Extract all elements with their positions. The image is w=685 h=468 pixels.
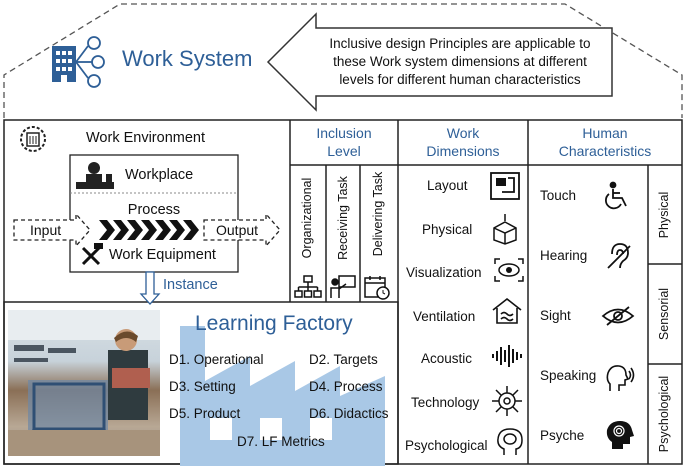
lf-item-d1: D1. Operational [169,352,264,367]
photo-scene [8,310,160,456]
group-psychological: Psychological [657,375,671,453]
chip-brain-icon [492,386,522,416]
callout-line-3: levels for different human characteristi… [339,72,581,87]
gear-building-icon [20,126,46,152]
lf-item-d7: D7. LF Metrics [237,434,325,449]
characteristic-hearing: Hearing [540,248,588,263]
work-environment-title: Work Environment [86,130,205,146]
lf-item-d5: D5. Product [169,406,241,421]
instance-label: Instance [163,277,218,293]
sound-wave-icon [492,345,522,367]
lf-item-d6: D6. Didactics [309,406,389,421]
dimension-ventilation: Ventilation [413,309,476,324]
eye-slash-icon [601,306,635,326]
ventilation-icon [492,297,522,324]
inclusion-title-2: Level [327,143,361,159]
process-label: Process [127,202,181,218]
characteristic-psyche: Psyche [540,428,585,443]
work-equipment-label: Work Equipment [109,247,216,263]
work-dimensions-title-2: Dimensions [426,143,500,159]
output-arrow [203,212,281,248]
characteristic-sight: Sight [540,308,571,323]
group-physical: Physical [657,191,671,239]
org-chart-icon [294,275,322,298]
level-organizational: Organizational [300,177,314,259]
cube-icon [493,214,517,245]
dimension-psychological: Psychological [405,438,488,453]
learning-factory-photo [8,310,160,456]
building-people-icon [52,36,105,88]
work-system-title: Work System [122,46,253,71]
input-label: Input [30,222,62,238]
group-sensorial: Sensorial [657,287,671,341]
workplace-label: Workplace [125,167,194,183]
lf-item-d3: D3. Setting [169,379,236,394]
eye-scan-icon [494,258,524,282]
deaf-icon [607,243,631,269]
head-brain-icon [497,428,523,455]
dimension-acoustic: Acoustic [421,351,473,366]
human-characteristics-title-1: Human [582,125,628,141]
factory-silhouette-icon [180,326,385,466]
speaking-head-icon [606,365,635,391]
lf-item-d4: D4. Process [309,379,383,394]
presenter-icon [330,275,356,298]
input-arrow [13,212,91,248]
characteristic-touch: Touch [540,188,577,203]
callout-line-2: these Work system dimensions at differen… [333,54,587,69]
calendar-clock-icon [364,276,390,300]
wheelchair-icon [605,181,627,210]
characteristic-speaking: Speaking [540,368,597,383]
human-characteristics-title-2: Characteristics [558,143,652,159]
level-receiving-task: Receiving Task [336,176,350,260]
dimension-layout: Layout [427,178,468,193]
inclusion-title-1: Inclusion [316,125,372,141]
head-spiral-icon [606,421,634,449]
dimension-visualization: Visualization [406,265,482,280]
tools-icon [81,243,103,266]
process-chevrons [99,220,199,240]
output-label: Output [216,222,259,238]
instance-arrow [139,271,161,305]
learning-factory-title: Learning Factory [195,312,353,335]
work-dimensions-title-1: Work [446,125,480,141]
dimension-physical: Physical [422,222,473,237]
layout-icon [490,172,520,200]
level-delivering-task: Delivering Task [371,171,385,257]
worker-icon [76,162,114,189]
dimension-technology: Technology [411,395,480,410]
callout-line-1: Inclusive design Principles are applicab… [329,36,591,51]
lf-item-d2: D2. Targets [309,352,378,367]
